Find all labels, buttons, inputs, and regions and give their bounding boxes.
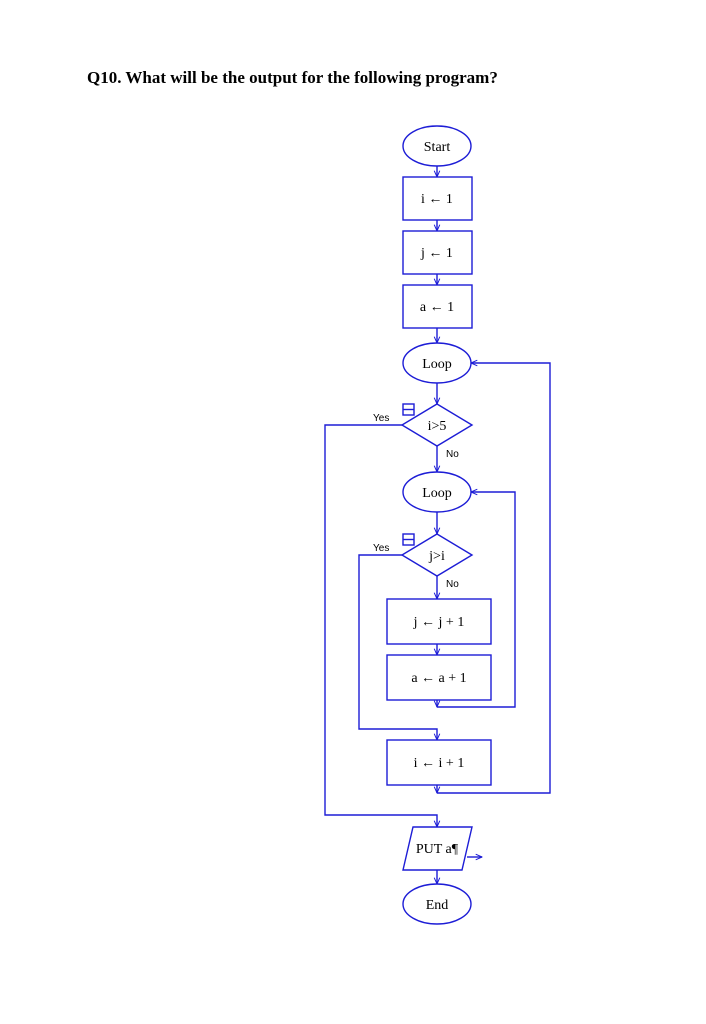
inc-i-label: i ← i + 1 xyxy=(414,756,465,771)
edge-inner-yes xyxy=(358,554,437,740)
init-i-label: i ← 1 xyxy=(421,192,453,207)
inc-a-label: a ← a + 1 xyxy=(411,671,466,686)
edge-inner-loop-back xyxy=(437,492,516,708)
inner-no-label: No xyxy=(446,579,459,590)
init-j-label: j ← 1 xyxy=(420,246,453,261)
inner-yes-label: Yes xyxy=(373,543,389,554)
outer-condition-label: i>5 xyxy=(428,419,447,434)
inc-j-label: j ← j + 1 xyxy=(413,615,465,630)
end-label: End xyxy=(426,898,449,913)
inner-condition-label: j>i xyxy=(428,549,445,564)
inner-loop-label: Loop xyxy=(422,486,452,501)
init-a-label: a ← 1 xyxy=(420,300,454,315)
output-label: PUT a¶ xyxy=(416,842,459,857)
question-title: Q10. What will be the output for the fol… xyxy=(87,68,498,87)
outer-loop-label: Loop xyxy=(422,357,452,372)
outer-no-label: No xyxy=(446,449,459,460)
edge-outer-yes xyxy=(324,424,437,827)
start-label: Start xyxy=(424,140,451,155)
edge-outer-loop-back xyxy=(437,363,551,794)
outer-yes-label: Yes xyxy=(373,413,389,424)
output-node xyxy=(402,826,473,871)
